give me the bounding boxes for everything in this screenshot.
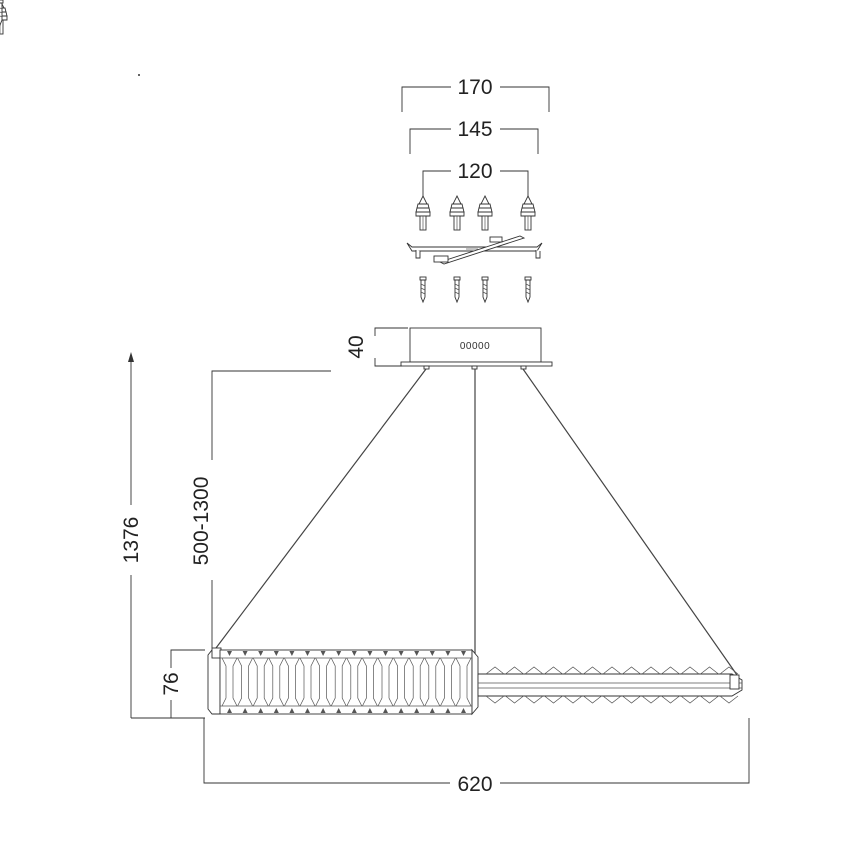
dimension-40: 40 (345, 327, 408, 367)
crystal-diamond (563, 666, 583, 704)
crystal-column (221, 651, 238, 713)
crystal-diamond (641, 666, 661, 704)
mounting-bracket (406, 235, 543, 265)
cable-right (522, 368, 738, 676)
crystal-column (330, 651, 347, 713)
canopy-box (409, 327, 542, 363)
screw-3 (481, 276, 489, 303)
crystal-columns (221, 651, 472, 713)
crystal-column (377, 651, 394, 713)
crystal-column (362, 651, 378, 713)
dimension-170-label: 170 (457, 76, 492, 99)
stray-dot (138, 74, 140, 76)
dimension-500-1300: 500-1300 (190, 370, 331, 648)
suspension-cables (215, 368, 738, 690)
crystal-column (284, 651, 300, 713)
crystal-column (346, 651, 363, 713)
dimension-145: 145 (409, 118, 539, 154)
crystal-column (424, 651, 441, 713)
wall-anchor-2 (449, 195, 465, 231)
crystal-diamond (700, 666, 719, 704)
crystal-column (315, 651, 331, 713)
crystal-section (219, 649, 473, 715)
crystal-column (393, 651, 409, 713)
wall-anchor-1 (415, 195, 431, 231)
screw-1 (419, 276, 427, 303)
dimension-40-label: 40 (345, 335, 368, 358)
dimension-120-label: 120 (457, 160, 492, 183)
dimension-1376-label: 1376 (120, 517, 143, 564)
crystal-diamond (661, 666, 680, 704)
crystal-diamond (602, 666, 622, 704)
crystal-column (440, 651, 456, 713)
crystal-diamond (622, 666, 641, 704)
dimension-76-label: 76 (160, 672, 183, 695)
crystal-diamond (583, 666, 602, 704)
crystal-column (237, 651, 253, 713)
screw-2 (453, 276, 461, 303)
dimension-620-label: 620 (457, 773, 492, 796)
canopy: 00000 (400, 327, 553, 370)
thin-crystal-section (477, 673, 743, 697)
crystal-column (455, 651, 472, 713)
thin-crystal-diamonds (485, 666, 739, 704)
crystal-diamond (544, 666, 563, 704)
left-end-cap (207, 649, 221, 715)
wall-anchors (0, 0, 536, 231)
crystal-diamond (719, 666, 739, 704)
crystal-diamond (680, 666, 700, 704)
wall-anchor-4 (520, 195, 536, 231)
crystal-diamond (505, 666, 524, 704)
dimension-76: 76 (160, 649, 205, 718)
crystal-column (299, 651, 316, 713)
crystal-column (268, 651, 285, 713)
crystal-diamond (524, 666, 544, 704)
screws (0, 0, 532, 303)
crystal-column (408, 651, 425, 713)
right-hanger-clip (729, 674, 740, 690)
dimension-145-label: 145 (457, 118, 492, 141)
crystal-column (252, 651, 269, 713)
cable-left (215, 368, 427, 649)
dimension-500-1300-label: 500-1300 (190, 477, 213, 566)
canopy-base (400, 361, 553, 367)
screw-icon (0, 0, 4, 27)
wall-anchor-3 (477, 195, 493, 231)
crystal-bar (207, 647, 743, 716)
dimension-1376: 1376 (118, 352, 205, 719)
dimension-620: 620 (203, 718, 750, 796)
canopy-label: 00000 (460, 341, 490, 352)
screw-4 (524, 276, 532, 303)
dimension-120: 120 (422, 160, 529, 196)
crystal-diamond (485, 666, 505, 704)
dimension-170: 170 (401, 76, 550, 112)
